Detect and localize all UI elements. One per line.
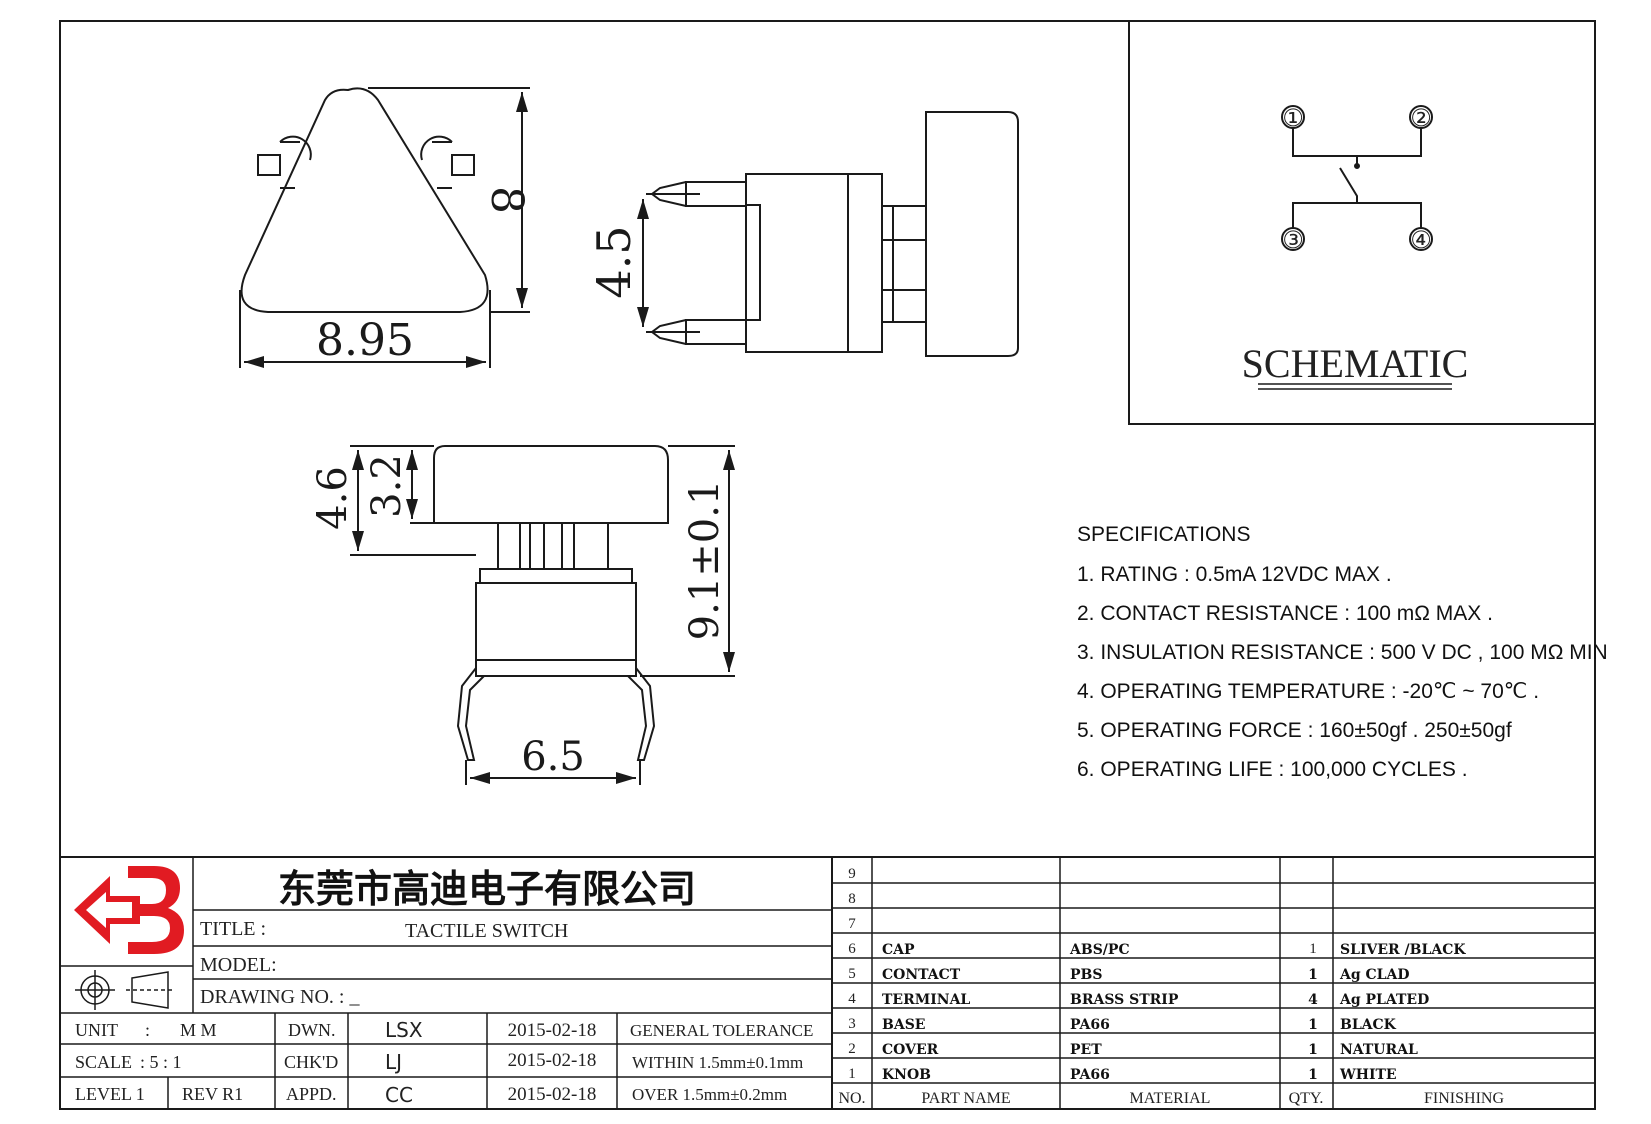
unit-value: M M [180,1020,217,1040]
bom-row-finishing: SLIVER /BLACK [1340,942,1466,958]
dim-triangle-width: 8.95 [316,315,414,366]
bom-row-no: 1 [848,1066,856,1082]
sheet-border [59,20,1596,1110]
bom-row-material: BRASS STRIP [1070,992,1179,1008]
dwn-name: LSX [385,1018,423,1042]
model-label: MODEL: [200,954,277,976]
side-cap [925,111,1019,357]
projection-symbol [75,970,174,1010]
schematic-pin-4: ④ [1410,226,1432,254]
dwn-label: DWN. [288,1020,336,1040]
bom-row-no: 3 [848,1016,856,1032]
bom-row-part: BASE [882,1017,925,1033]
bom-row-no: 7 [848,916,856,932]
dim-body-width: 6.5 [521,734,585,780]
bom-row-no: 6 [848,941,856,957]
schematic-box [1128,20,1596,425]
dim-pin-pitch: 4.5 [587,225,641,298]
dwn-date: 2015-02-18 [508,1020,597,1041]
spec-item-6: 6. OPERATING LIFE : 100,000 CYCLES . [1077,758,1468,781]
bom-row-no: 9 [848,866,856,882]
bom-row-no: 5 [848,966,856,982]
bom-table: 9 8 7 6 CAP ABS/PC 1 SLIVER /BLACK 5 CON… [838,866,1504,1107]
spec-item-4: 4. OPERATING TEMPERATURE : -20℃ ~ 70℃ . [1077,680,1539,703]
scale-value: : 5 : 1 [140,1052,182,1072]
unit-label: UNIT [75,1020,118,1040]
drawing-no-label: DRAWING NO. : _ [200,986,360,1008]
bom-row-qty: 1 [1308,1067,1318,1083]
title-label: TITLE : [200,918,266,940]
chk-name: LJ [385,1050,402,1074]
bom-row-finishing: Ag CLAD [1339,967,1410,983]
schematic-pin-3: ③ [1282,226,1304,254]
bom-row-material: ABS/PC [1069,942,1130,958]
title-block-grid [60,856,1595,1109]
bom-row-qty: 1 [1309,941,1317,957]
bom-row-part: CONTACT [882,967,961,983]
chk-label: CHK'D [284,1052,338,1072]
front-cap [433,445,669,524]
schematic-underline [1258,383,1452,390]
spec-item-2: 2. CONTACT RESISTANCE : 100 mΩ MAX . [1077,602,1493,625]
schematic-label: SCHEMATIC [1242,341,1469,386]
bom-header-qty: QTY. [1289,1090,1324,1107]
bom-row-part: COVER [882,1042,939,1058]
company-logo [74,866,184,954]
dim-triangle-height: 8 [481,186,532,214]
bom-row-material: PET [1070,1042,1102,1058]
bom-header-finishing: FINISHING [1424,1090,1504,1107]
schematic-pin-1: ① [1282,104,1304,132]
unit-colon: : [145,1020,150,1040]
side-view [637,111,1019,357]
bom-row-no: 8 [848,891,856,907]
bom-header-no: NO. [838,1090,865,1107]
dim-overall-height: 9.1±0.1 [682,480,728,641]
specifications-heading: SPECIFICATIONS [1077,523,1250,546]
bom-row-qty: 1 [1308,1042,1318,1058]
appd-label: APPD. [286,1084,337,1104]
chk-date: 2015-02-18 [508,1050,597,1071]
bom-header-part: PART NAME [921,1090,1010,1107]
bom-row-finishing: BLACK [1340,1017,1397,1033]
bom-row-part: TERMINAL [882,992,970,1008]
rev-label: REV R1 [182,1084,243,1104]
bom-row-no: 4 [848,991,856,1007]
dim-total-height: 4.6 [310,466,356,530]
bom-row-finishing: NATURAL [1340,1042,1418,1058]
bom-row-material: PA66 [1070,1017,1110,1033]
schematic-pin-2: ② [1410,104,1432,132]
bom-row-material: PBS [1070,967,1102,983]
tolerance-within: WITHIN 1.5mm±0.1mm [632,1053,803,1072]
level-label: LEVEL 1 [75,1084,145,1104]
bom-row-qty: 1 [1308,1017,1318,1033]
appd-name: CC [385,1083,413,1107]
bom-row-material: PA66 [1070,1067,1110,1083]
front-view [350,445,735,785]
bom-row-part: CAP [882,942,915,958]
spec-item-5: 5. OPERATING FORCE : 160±50gf . 250±50gf [1077,719,1512,742]
dim-cap-height: 3.2 [364,454,410,518]
bom-row-qty: 1 [1308,967,1318,983]
tolerance-over: OVER 1.5mm±0.2mm [632,1085,787,1104]
top-view-triangle [239,87,530,368]
schematic-symbol [1281,105,1433,251]
spec-item-3: 3. INSULATION RESISTANCE : 500 V DC , 10… [1077,641,1608,664]
title-value: TACTILE SWITCH [405,920,568,942]
bom-row-finishing: Ag PLATED [1339,992,1429,1008]
spec-item-1: 1. RATING : 0.5mA 12VDC MAX . [1077,563,1392,586]
appd-date: 2015-02-18 [508,1084,597,1105]
bom-row-no: 2 [848,1041,856,1057]
triangle-cap [240,87,489,313]
company-name: 东莞市高迪电子有限公司 [278,867,696,911]
scale-label: SCALE [75,1052,132,1072]
tolerance-label: GENERAL TOLERANCE [630,1021,813,1040]
bom-row-qty: 4 [1308,992,1318,1008]
bom-row-part: KNOB [882,1067,931,1083]
bom-header-material: MATERIAL [1130,1090,1211,1107]
bom-row-finishing: WHITE [1339,1067,1397,1083]
